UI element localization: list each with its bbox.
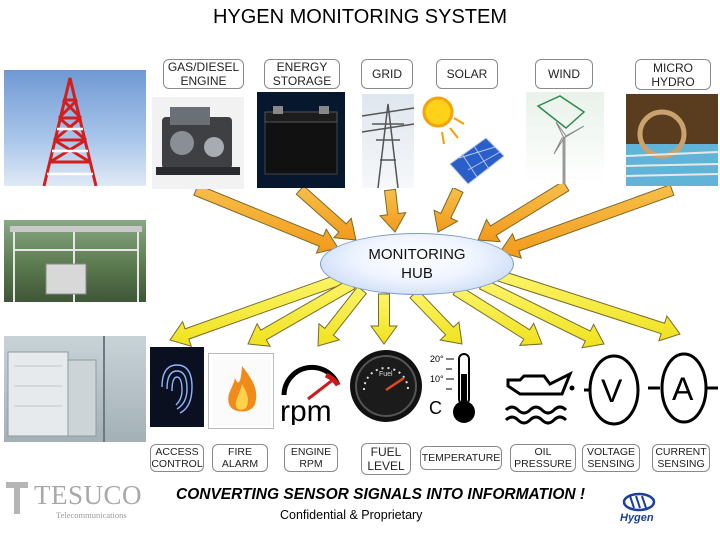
sensor-label-access-control: ACCESS CONTROL	[150, 444, 204, 472]
hygen-logo: Hygen	[608, 492, 668, 526]
arrow-hub-to-voltage-sensing	[478, 278, 605, 349]
arrow-hub-to-oil-pressure	[452, 284, 543, 346]
tagline: CONVERTING SENSOR SIGNALS INTO INFORMATI…	[176, 486, 586, 503]
engine-image	[152, 97, 244, 189]
tesuco-logo-text: TESUCO	[34, 480, 143, 510]
voltage-icon: V	[584, 350, 640, 430]
sensor-label-oil-pressure: OIL PRESSURE	[510, 444, 576, 472]
tesuco-logo: TESUCO Telecommunications	[4, 478, 164, 524]
arrow-wind-to-hub	[477, 180, 570, 243]
battery-image	[257, 92, 345, 188]
micro-hydro-image	[626, 94, 718, 186]
monitoring-hub: MONITORING HUB	[320, 233, 514, 295]
arrow-hub-to-fuel-level	[370, 293, 398, 345]
thermometer-icon: 20° 10° C	[428, 350, 496, 430]
oil-can-icon	[500, 350, 580, 432]
grid-pylon-image	[362, 94, 414, 188]
arrow-hub-to-current-sensing	[497, 270, 681, 342]
rpm-icon: rpm	[278, 355, 344, 425]
sensor-label-engine-rpm: ENGINE RPM	[284, 444, 338, 472]
solar-image	[420, 94, 504, 188]
source-label-wind: WIND	[535, 59, 593, 89]
current-icon-text: A	[672, 371, 694, 407]
thermo-tick-10: 10°	[430, 374, 444, 384]
source-label-micro-hydro: MICRO HYDRO	[635, 59, 711, 90]
sensor-label-temperature: TEMPERATURE	[420, 446, 502, 470]
cabinet-photo	[4, 336, 146, 442]
tower-photo	[4, 70, 146, 186]
wind-turbine-image	[526, 92, 604, 184]
arrow-grid-to-hub	[378, 188, 407, 233]
arrow-gas-diesel-engine-to-hub	[193, 184, 339, 254]
source-label-energy-storage: ENERGY STORAGE	[264, 59, 340, 89]
fingerprint-icon	[150, 347, 204, 427]
voltage-icon-text: V	[601, 373, 623, 409]
arrow-hub-to-temperature	[409, 289, 463, 345]
arrow-micro-hydro-to-hub	[499, 184, 675, 259]
arrow-hub-to-engine-rpm	[317, 285, 368, 347]
current-icon: A	[648, 348, 718, 428]
arrow-hub-to-fire-alarm	[247, 278, 356, 347]
sensor-label-current-sensing: CURRENT SENSING	[652, 444, 710, 472]
arrow-hub-to-access-control	[169, 272, 347, 347]
shelter-photo	[4, 220, 146, 302]
thermo-tick-20: 20°	[430, 354, 444, 364]
arrow-solar-to-hub	[433, 186, 464, 233]
page-title: HYGEN MONITORING SYSTEM	[212, 6, 508, 28]
source-label-grid: GRID	[361, 59, 413, 89]
confidential-notice: Confidential & Proprietary	[280, 508, 423, 522]
fuel-gauge-icon: Fuel	[350, 350, 422, 422]
fuel-gauge-text: Fuel	[379, 371, 393, 378]
source-label-gas-diesel-engine: GAS/DIESEL ENGINE	[163, 59, 244, 89]
celsius-text: C	[429, 398, 442, 418]
hygen-logo-text: Hygen	[620, 512, 654, 524]
tesuco-logo-subtext: Telecommunications	[56, 510, 127, 520]
sensor-label-voltage-sensing: VOLTAGE SENSING	[582, 444, 640, 472]
rpm-icon-text: rpm	[280, 395, 332, 425]
fire-icon	[208, 353, 274, 429]
sensor-label-fuel-level: FUEL LEVEL	[361, 443, 411, 475]
source-label-solar: SOLAR	[436, 59, 498, 89]
arrow-energy-storage-to-hub	[295, 185, 357, 241]
sensor-label-fire-alarm: FIRE ALARM	[212, 444, 268, 472]
